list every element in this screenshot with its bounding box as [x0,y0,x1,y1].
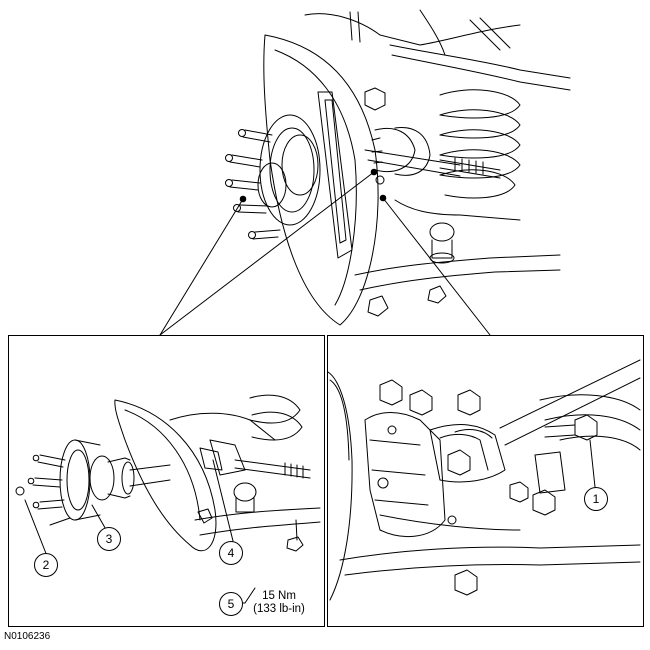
callout-5: 5 [219,592,243,616]
leader-2 [24,499,48,557]
callout-1: 1 [584,487,608,511]
leader-4 [212,459,234,542]
detail-leader-lines [159,168,491,336]
torque-spec: 15 Nm (133 lb-in) [244,590,314,616]
torque-imperial: (133 lb-in) [253,603,305,615]
left-detail-illustration [15,394,321,604]
leader-1 [589,439,596,488]
coil-spring [439,89,521,199]
detail-panel-left [8,335,325,627]
callout-2: 2 [34,553,58,577]
callout-4: 4 [219,541,243,565]
figure-id: N0106236 [4,631,51,642]
torque-value: 15 Nm [262,590,296,602]
detail-panel-right [327,335,644,627]
overview-illustration [225,9,571,326]
right-detail-illustration [327,359,641,601]
callout-3: 3 [97,527,121,551]
